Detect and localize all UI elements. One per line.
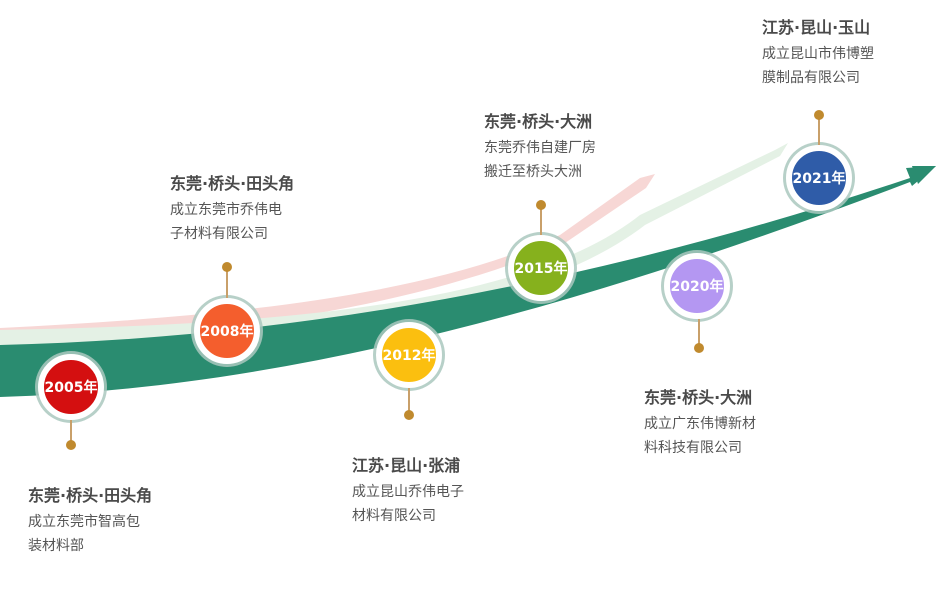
connector-dot: [814, 110, 824, 120]
connector-dot: [222, 262, 232, 272]
caption-desc-line: 成立广东伟博新材: [644, 416, 756, 432]
connector-line: [408, 388, 410, 414]
milestone-2005: 2005年: [38, 354, 104, 420]
caption-2005: 东莞·桥头·田头角 成立东莞市智高包 装材料部: [28, 484, 152, 558]
caption-2008: 东莞·桥头·田头角 成立东莞市乔伟电 子材料有限公司: [170, 172, 294, 246]
caption-desc-line: 装材料部: [28, 538, 84, 554]
caption-desc-line: 成立昆山乔伟电子: [352, 484, 464, 500]
connector-dot: [536, 200, 546, 210]
caption-location: 东莞·桥头·田头角: [170, 174, 295, 193]
connector-line: [818, 118, 820, 145]
milestone-year: 2015年: [514, 261, 568, 277]
caption-desc-line: 搬迁至桥头大洲: [484, 164, 582, 180]
connector-line: [70, 420, 72, 442]
milestone-2021: 2021年: [786, 145, 852, 211]
milestone-year: 2008年: [200, 324, 254, 340]
milestone-2015: 2015年: [508, 235, 574, 301]
connector-line: [226, 270, 228, 298]
caption-2012: 江苏·昆山·张浦 成立昆山乔伟电子 材料有限公司: [352, 454, 464, 528]
caption-location: 东莞·桥头·大洲: [644, 388, 753, 407]
milestone-year: 2005年: [44, 380, 98, 396]
milestone-2020: 2020年: [664, 253, 730, 319]
caption-desc-line: 东莞乔伟自建厂房: [484, 140, 596, 156]
milestone-2012: 2012年: [376, 322, 442, 388]
caption-location: 江苏·昆山·玉山: [762, 18, 871, 37]
connector-dot: [66, 440, 76, 450]
caption-desc-line: 成立东莞市智高包: [28, 514, 140, 530]
caption-desc-line: 子材料有限公司: [170, 226, 268, 242]
connector-line: [540, 208, 542, 235]
light-green-ribbon: [0, 143, 788, 346]
connector-dot: [694, 343, 704, 353]
caption-2015: 东莞·桥头·大洲 东莞乔伟自建厂房 搬迁至桥头大洲: [484, 110, 596, 184]
caption-desc-line: 膜制品有限公司: [762, 70, 860, 86]
milestone-2008: 2008年: [194, 298, 260, 364]
caption-location: 东莞·桥头·田头角: [28, 486, 153, 505]
caption-location: 东莞·桥头·大洲: [484, 112, 593, 131]
caption-2021: 江苏·昆山·玉山 成立昆山市伟博塑 膜制品有限公司: [762, 16, 874, 90]
milestone-year: 2012年: [382, 348, 436, 364]
caption-desc-line: 材料有限公司: [352, 508, 436, 524]
caption-desc-line: 成立东莞市乔伟电: [170, 202, 282, 218]
caption-desc-line: 成立昆山市伟博塑: [762, 46, 874, 62]
milestone-year: 2020年: [670, 279, 724, 295]
connector-line: [698, 319, 700, 345]
caption-2020: 东莞·桥头·大洲 成立广东伟博新材 料科技有限公司: [644, 386, 756, 460]
caption-location: 江苏·昆山·张浦: [352, 456, 461, 475]
arrow-head: [912, 166, 936, 184]
connector-dot: [404, 410, 414, 420]
milestone-year: 2021年: [792, 171, 846, 187]
caption-desc-line: 料科技有限公司: [644, 440, 742, 456]
